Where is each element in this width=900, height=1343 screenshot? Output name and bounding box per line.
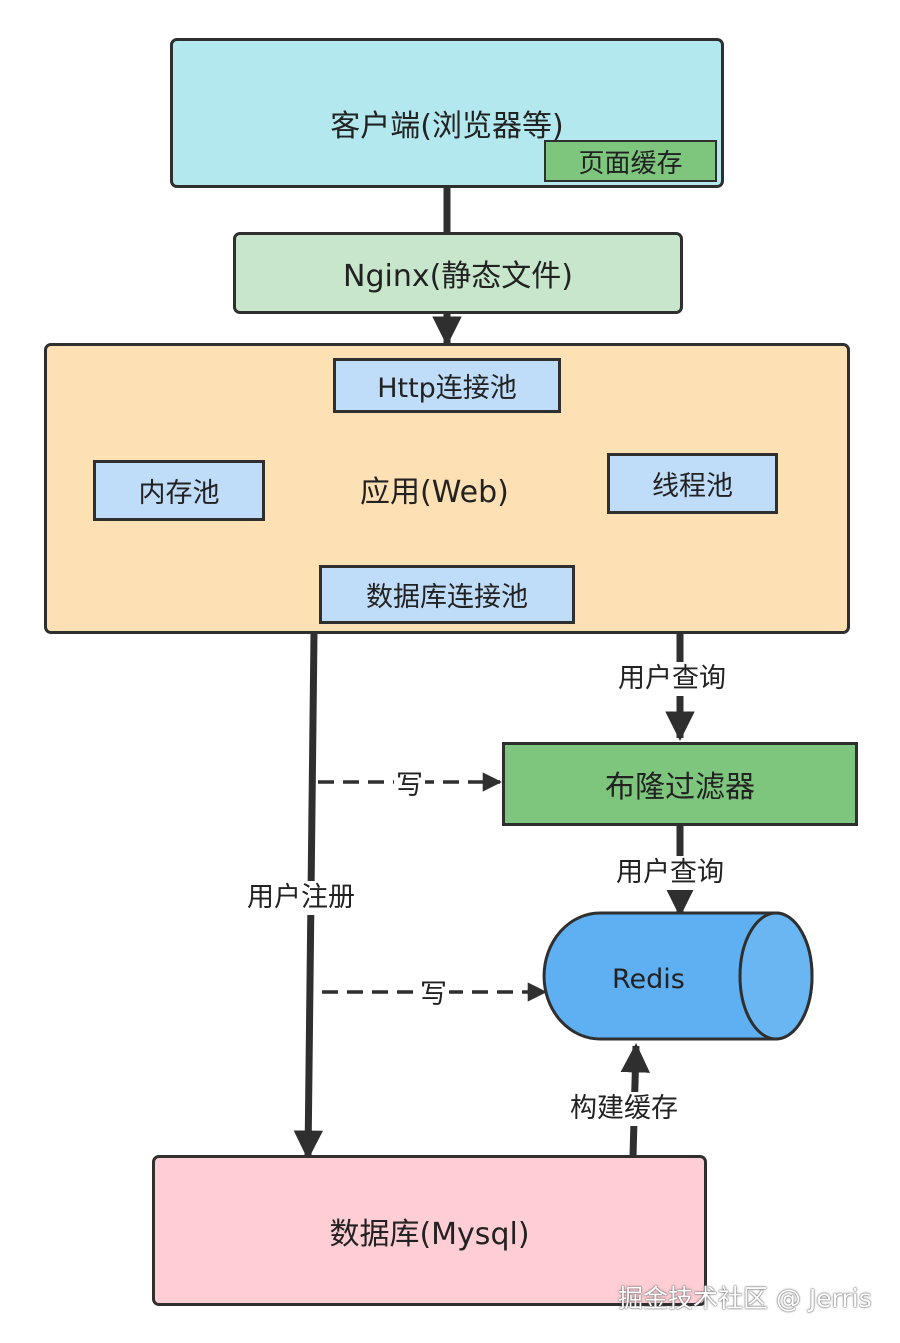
nginx-label: Nginx(静态文件) <box>343 259 573 294</box>
page-cache-label: 页面缓存 <box>578 148 683 179</box>
user-query-label-2: 用户查询 <box>614 856 726 890</box>
thread-pool-node: 线程池 <box>607 453 778 514</box>
bloom-filter-label: 布隆过滤器 <box>605 770 755 805</box>
write-redis-label: 写 <box>418 978 449 1012</box>
memory-pool-node: 内存池 <box>93 460 265 521</box>
write-bloom-label: 写 <box>394 769 425 803</box>
memory-pool-label: 内存池 <box>138 478 220 509</box>
db-pool-node: 数据库连接池 <box>319 565 575 624</box>
redis-cylinder <box>542 911 814 1041</box>
redis-label: Redis <box>612 964 685 995</box>
db-pool-label: 数据库连接池 <box>366 582 528 613</box>
http-pool-node: Http连接池 <box>333 358 561 413</box>
bloom-filter-node: 布隆过滤器 <box>502 742 858 826</box>
user-query-label-1: 用户查询 <box>616 662 728 696</box>
app-label: 应用(Web) <box>360 475 509 510</box>
database-label: 数据库(Mysql) <box>329 1216 530 1252</box>
build-cache-label: 构建缓存 <box>568 1092 680 1126</box>
http-pool-label: Http连接池 <box>377 373 517 404</box>
user-register-label: 用户注册 <box>245 881 357 915</box>
page-cache-node: 页面缓存 <box>544 140 717 182</box>
nginx-node: Nginx(静态文件) <box>233 232 683 314</box>
client-label: 客户端(浏览器等) <box>330 109 564 144</box>
database-node: 数据库(Mysql) <box>152 1155 707 1306</box>
thread-pool-label: 线程池 <box>652 471 733 502</box>
watermark: 掘金技术社区 @ Jerris <box>618 1284 872 1313</box>
